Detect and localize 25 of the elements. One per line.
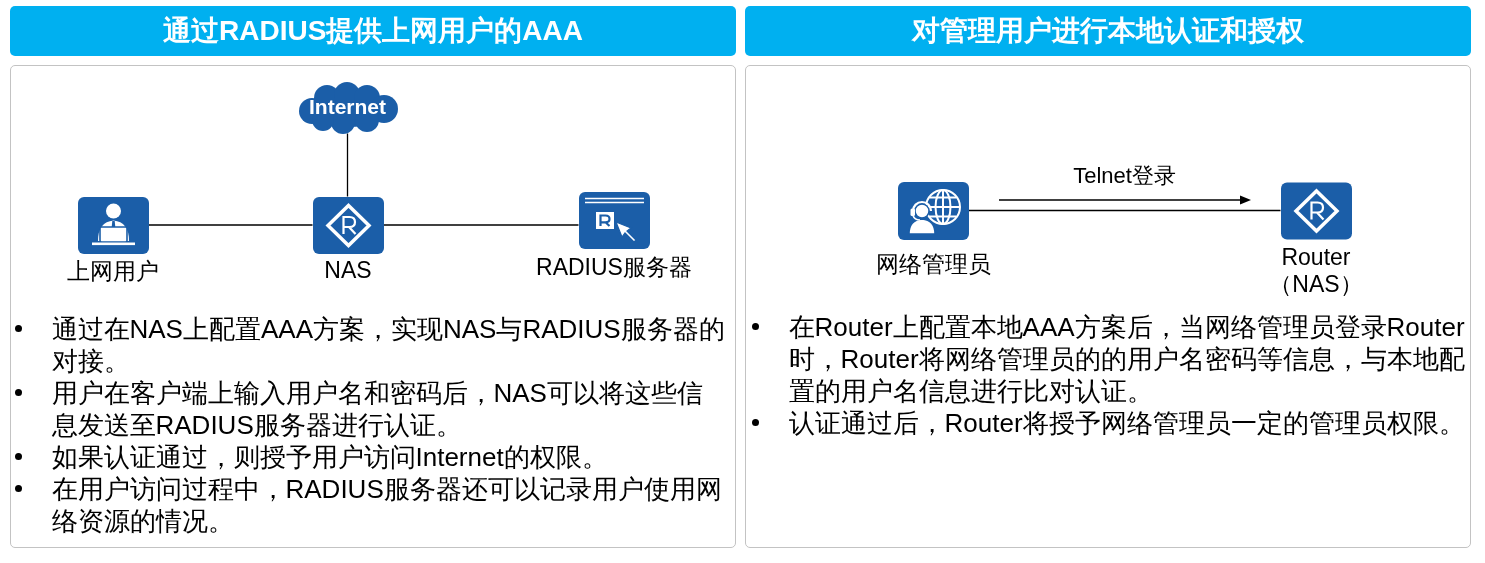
user-laptop-icon: [77, 196, 149, 254]
headset-globe-icon: [897, 181, 969, 240]
bullet-text: 如果认证通过，则授予用户访问Internet的权限。: [51, 440, 609, 473]
bullet-text: 认证通过后，Router将授予网络管理员一定的管理员权限。: [788, 406, 1466, 439]
bullet-text: 在Router上配置本地AAA方案后，当网络管理员登录Router时，Router将网络管理员的的用户名密码等信息，与本地配置的用户名信息进行比对认证。: [788, 310, 1466, 407]
bullet-text: 用户在客户端上输入用户名和密码后，NAS可以将这些信息发送至RADIUS服务器进行认证。: [51, 376, 704, 441]
connector-line: [382, 224, 580, 226]
cloud: Internet: [294, 80, 401, 134]
header-band: 对管理用户进行本地认证和授权: [745, 6, 1471, 56]
icon-caption: 上网用户: [67, 258, 159, 285]
router-icon: [1280, 181, 1352, 240]
bullet-text: 通过在NAS上配置AAA方案，实现NAS与RADIUS服务器的对接。: [51, 312, 726, 377]
connector-line: [346, 132, 349, 198]
icon-caption: NAS: [324, 257, 372, 284]
icon-caption: Router （NAS）: [1269, 244, 1363, 298]
router-icon: [312, 196, 384, 254]
icon-caption: RADIUS服务器: [536, 253, 692, 281]
bullet-text: 在用户访问过程中，RADIUS服务器还可以记录用户使用网络资源的情况。: [51, 472, 723, 537]
header-band: 通过RADIUS提供上网用户的AAA: [10, 6, 736, 56]
icon-caption: 网络管理员: [875, 251, 991, 278]
edge-label: Telnet登录: [1070, 162, 1179, 189]
window-cursor-icon: [578, 191, 650, 249]
connector-line: [147, 224, 314, 226]
connector-line: [967, 209, 1282, 212]
panel-box: [10, 65, 736, 548]
